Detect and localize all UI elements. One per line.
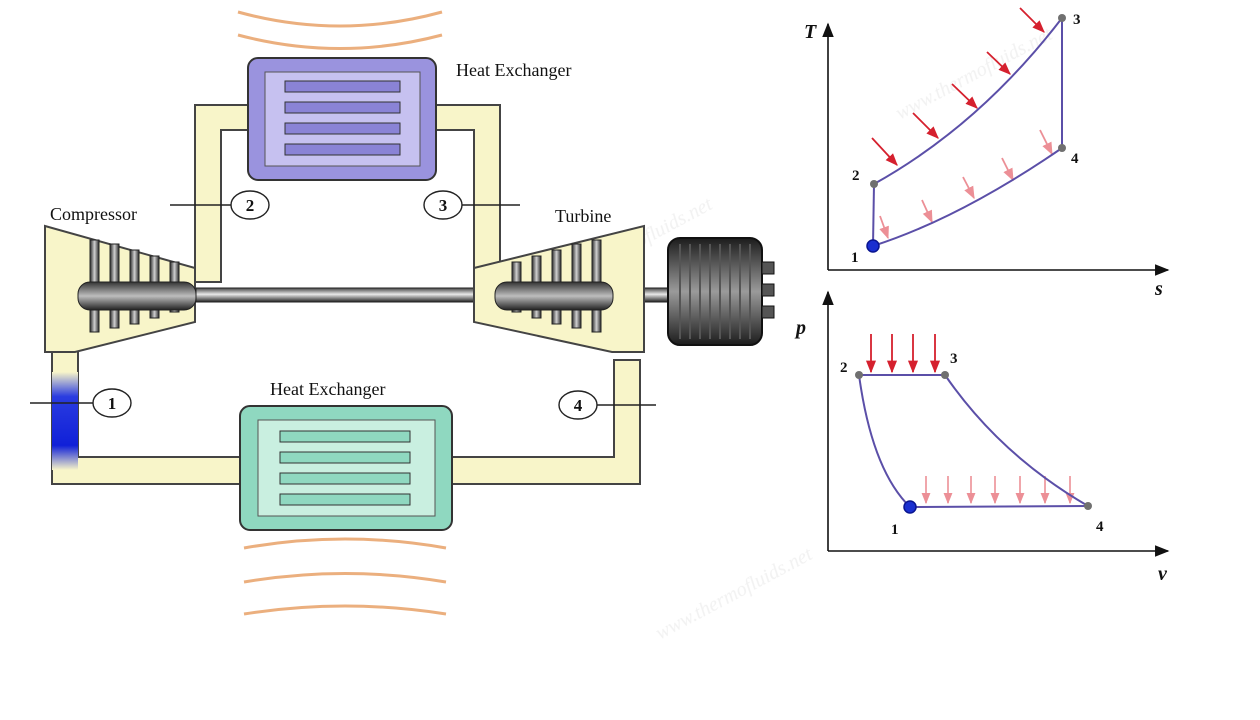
heat-in-arrow	[1019, 7, 1045, 33]
state-marker-4	[558, 390, 598, 420]
heat-in-arrow	[986, 51, 1011, 75]
compressor	[44, 224, 197, 353]
pv-process-4-1	[909, 505, 1089, 508]
heat-exchanger-top-label: Heat Exchanger	[456, 60, 571, 80]
ts-point-label-1: 1	[851, 250, 859, 266]
heat-exchanger-bottom-label: Heat Exchanger	[270, 379, 385, 399]
heat-out-arrow	[1039, 129, 1053, 156]
inlet-flow	[52, 372, 78, 470]
pv-process-1-2	[858, 374, 911, 508]
state-marker-2	[230, 190, 270, 220]
heat-exchanger-top	[247, 57, 437, 181]
turbine-label: Turbine	[555, 206, 611, 226]
heat-out-arrow	[879, 215, 889, 240]
heat-out-arrow	[962, 176, 975, 200]
pv-point-label-2: 2	[840, 360, 848, 376]
ts-y-axis-label: T	[804, 21, 817, 43]
ts-point-4	[1058, 144, 1066, 152]
state-label-4: 4	[574, 396, 583, 415]
pv-point-3	[941, 371, 949, 379]
ts-process-4-1	[872, 147, 1063, 247]
pv-point-label-1: 1	[891, 522, 899, 538]
ts-point-2	[870, 180, 878, 188]
state-marker-1	[92, 388, 132, 418]
state-label-1: 1	[108, 394, 117, 413]
heat-in-arrow	[912, 112, 939, 139]
pv-process-3-4	[944, 374, 1089, 507]
pv-point-4	[1084, 502, 1092, 510]
generator	[667, 237, 775, 346]
turbine	[473, 224, 645, 353]
pv-x-axis-label: v	[1158, 563, 1168, 585]
ts-point-label-2: 2	[852, 168, 860, 184]
watermark-text: www.thermofluids.net	[892, 23, 1056, 124]
ts-point-3	[1058, 14, 1066, 22]
state-marker-3	[423, 190, 463, 220]
ts-point-1	[866, 239, 880, 253]
state-label-3: 3	[439, 196, 448, 215]
pv-point-label-4: 4	[1096, 519, 1104, 535]
heat-out-arrow	[921, 199, 933, 224]
pv-y-axis-label: p	[794, 317, 806, 339]
heat-out-arrow	[1001, 157, 1014, 182]
heat-exchanger-bottom	[239, 405, 453, 531]
heat-in-arrow	[871, 137, 898, 166]
ts-process-1-2	[872, 183, 875, 247]
ts-x-axis-label: s	[1154, 278, 1163, 300]
pv-diagram: p v 2 3	[794, 290, 1170, 585]
ts-point-label-3: 3	[1073, 12, 1081, 28]
heat-in-arrow	[951, 83, 978, 109]
pv-point-label-3: 3	[950, 351, 958, 367]
watermark-text: www.thermofluids.net	[652, 543, 816, 644]
compressor-label: Compressor	[50, 204, 137, 224]
state-label-2: 2	[246, 196, 255, 215]
state-markers	[30, 190, 656, 420]
ts-point-label-4: 4	[1071, 151, 1079, 167]
pv-point-1	[903, 500, 917, 514]
pv-point-2	[855, 371, 863, 379]
ts-process-2-3	[873, 17, 1063, 185]
ts-diagram: T s 1 2	[804, 7, 1170, 300]
